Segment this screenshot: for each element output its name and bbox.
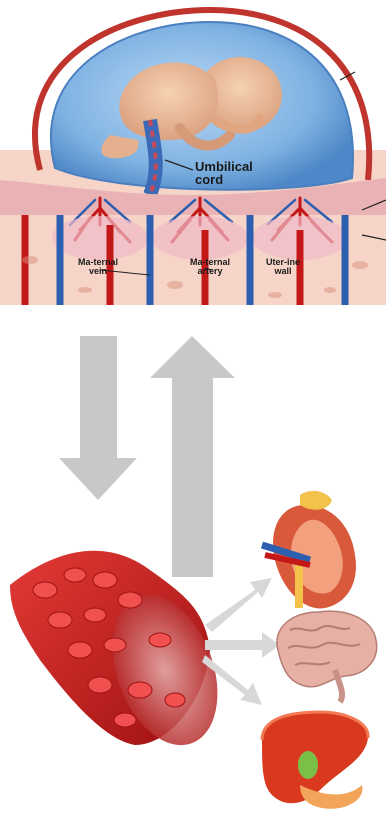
liver-icon xyxy=(262,712,368,809)
brain-icon xyxy=(277,611,377,702)
kidney-icon xyxy=(262,491,356,609)
